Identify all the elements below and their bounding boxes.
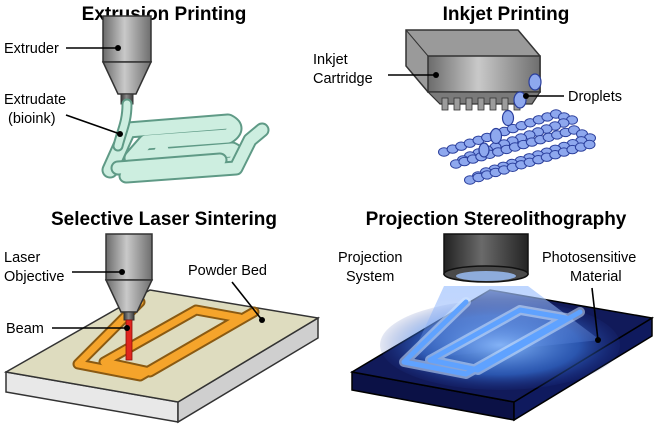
extruder-callout-dot xyxy=(115,45,121,51)
cartridge-label-line2: Cartridge xyxy=(313,71,373,87)
droplets-label: Droplets xyxy=(568,89,622,105)
beam-callout-dot xyxy=(124,325,130,331)
extrudate-callout-dot xyxy=(117,131,123,137)
projection-system-icon xyxy=(443,233,529,283)
extrudate-label-line2: (bioink) xyxy=(8,111,56,127)
objective-callout-dot xyxy=(119,269,125,275)
sintered-track xyxy=(74,298,258,380)
cured-pattern xyxy=(401,299,583,377)
beam-label: Beam xyxy=(6,321,44,337)
falling-droplets xyxy=(478,73,542,158)
panel-title-stereolithography: Projection Stereolithography xyxy=(366,209,627,230)
extrudate-strand-fill xyxy=(114,100,131,150)
cartridge-label-line1: Inkjet xyxy=(313,52,348,68)
extrudate-label-line1: Extrudate xyxy=(4,92,66,108)
objective-label-line2: Objective xyxy=(4,269,64,285)
extruder-nozzle-icon xyxy=(101,15,153,105)
material-callout-dot xyxy=(595,337,601,343)
panel-inkjet: Inkjet Printing Inkjet Cartrid xyxy=(313,4,622,185)
laser-beam xyxy=(125,319,133,361)
panel-title-sls: Selective Laser Sintering xyxy=(51,209,277,230)
extrudate-callout xyxy=(65,114,121,135)
objective-label-line1: Laser xyxy=(4,250,40,266)
cartridge-callout-dot xyxy=(433,72,439,78)
printed-droplet-track xyxy=(438,109,596,185)
extruder-label: Extruder xyxy=(4,41,59,57)
laser-objective-icon xyxy=(104,233,154,321)
powder-bed-callout-dot xyxy=(259,317,265,323)
extrudate-track xyxy=(101,113,270,184)
panel-sls: Selective Laser Sintering Laser Objectiv… xyxy=(3,209,321,424)
powder-bed-label: Powder Bed xyxy=(188,263,267,279)
panel-title-inkjet: Inkjet Printing xyxy=(443,4,570,25)
inkjet-cartridge-icon xyxy=(405,29,542,111)
projection-label-line2: System xyxy=(346,269,394,285)
powder-bed xyxy=(3,289,321,424)
powder-bed-callout xyxy=(231,281,263,321)
material-label-line1: Photosensitive xyxy=(542,250,636,266)
projection-label-line1: Projection xyxy=(338,250,402,266)
printed-droplet xyxy=(583,139,596,150)
material-callout xyxy=(591,287,599,341)
panel-stereolithography: Projection Stereolithography Projection … xyxy=(338,209,655,422)
material-label-line2: Material xyxy=(570,269,622,285)
panel-extrusion: Extrusion Printing Extruder Extrudate (b… xyxy=(4,4,270,184)
droplets-callout-dot xyxy=(523,93,529,99)
